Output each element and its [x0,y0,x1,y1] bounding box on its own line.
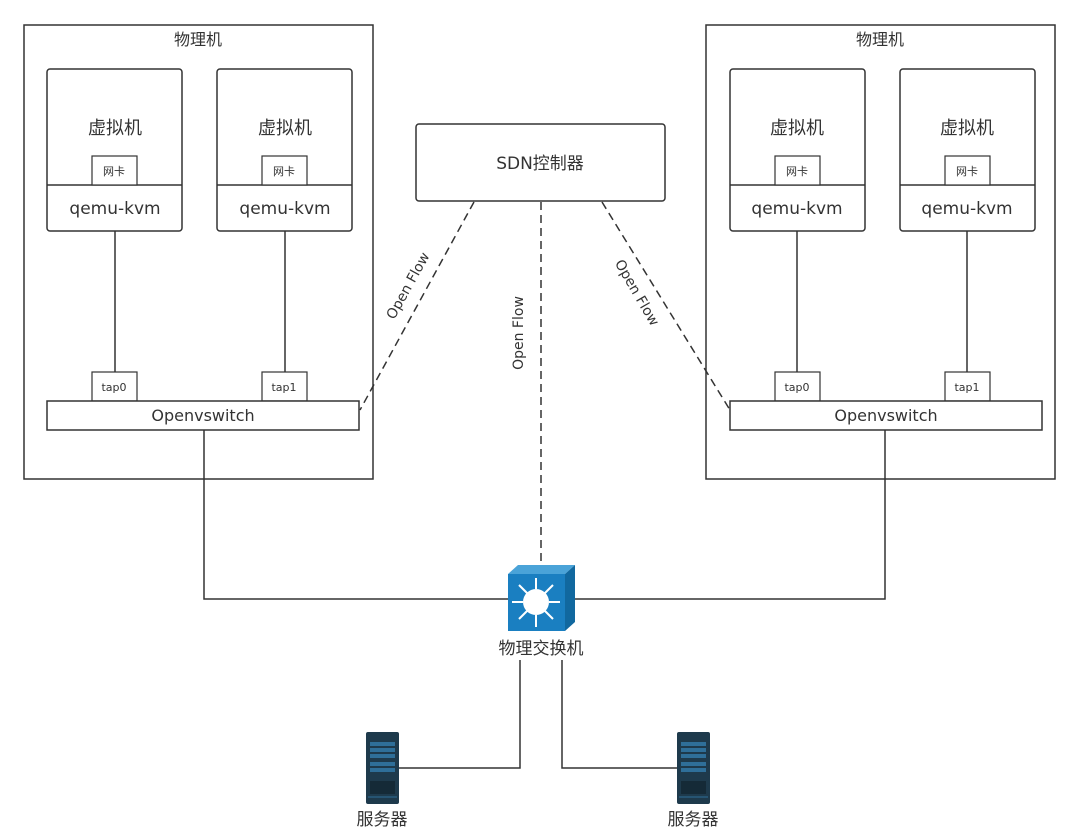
hypervisor-label: qemu-kvm [69,199,160,219]
vm-box[interactable]: 虚拟机 网卡 qemu-kvm [216,68,353,232]
openvswitch-label: Openvswitch [834,406,937,425]
nic-box [91,155,138,186]
nic-box [944,155,991,186]
tap-box [91,371,138,402]
tap-box [944,371,991,402]
nic-label: 网卡 [786,165,808,178]
vm-label: 虚拟机 [258,118,312,139]
vm-box[interactable]: 虚拟机 网卡 qemu-kvm [899,68,1036,232]
tap-label: tap1 [271,381,296,394]
link-switch-to-server-right [561,660,677,769]
link-ovs-right-to-switch [575,430,886,600]
vm-box[interactable]: 虚拟机 网卡 qemu-kvm [46,68,183,232]
link-ovs-left-to-switch [203,430,508,600]
openvswitch-box[interactable]: Openvswitch [46,400,360,431]
physical-host-right: 物理机 虚拟机 网卡 qemu-kvm 虚拟机 网卡 qemu-kvm tap0… [705,24,1056,480]
openvswitch-box[interactable]: Openvswitch [729,400,1043,431]
nic-box [261,155,308,186]
server-label: 服务器 [668,810,719,830]
vm-label: 虚拟机 [88,118,142,139]
sdn-controller-box[interactable]: SDN控制器 [415,123,666,202]
server-tower-icon[interactable] [366,732,399,804]
openflow-link-left [359,201,475,411]
nic-box [774,155,821,186]
vm-label: 虚拟机 [770,118,824,139]
link-switch-to-server-left [398,660,521,769]
openflow-label-left: Open Flow [384,250,434,322]
hypervisor-label: qemu-kvm [239,199,330,219]
nic-label: 网卡 [273,165,295,178]
layer3-switch-icon[interactable] [508,565,575,631]
tap-box [774,371,821,402]
tap-box [261,371,308,402]
physical-switch-label: 物理交换机 [499,639,584,659]
vm-label: 虚拟机 [940,118,994,139]
openflow-link-right [601,201,731,411]
hypervisor-label: qemu-kvm [921,199,1012,219]
nic-label: 网卡 [103,165,125,178]
openflow-label-center: Open Flow [511,296,527,370]
openflow-label-right: Open Flow [611,257,662,329]
physical-host-title: 物理机 [174,30,222,49]
physical-host-left: 物理机 虚拟机 网卡 qemu-kvm 虚拟机 网卡 qemu-kvm tap0… [23,24,374,480]
openvswitch-label: Openvswitch [151,406,254,425]
physical-host-title: 物理机 [856,30,904,49]
tap-label: tap0 [101,381,126,394]
tap-label: tap1 [954,381,979,394]
server-label: 服务器 [357,810,408,830]
vm-box[interactable]: 虚拟机 网卡 qemu-kvm [729,68,866,232]
sdn-controller-label: SDN控制器 [496,154,584,174]
nic-label: 网卡 [956,165,978,178]
server-tower-icon[interactable] [677,732,710,804]
tap-label: tap0 [784,381,809,394]
hypervisor-label: qemu-kvm [751,199,842,219]
